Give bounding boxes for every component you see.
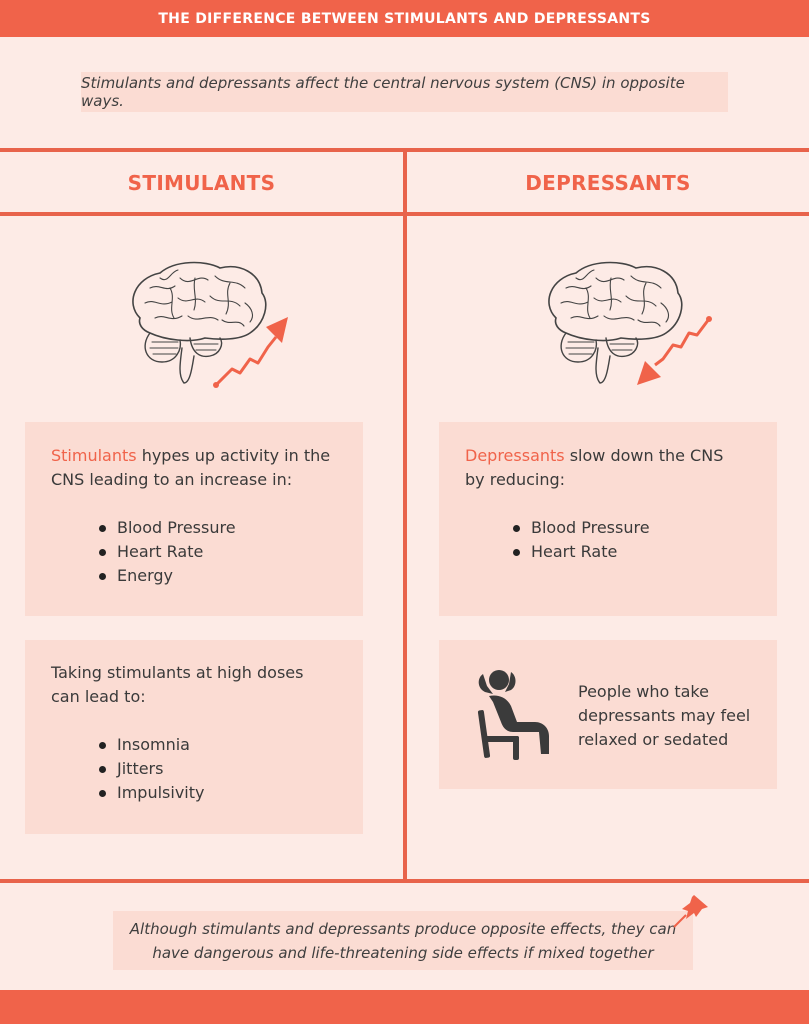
depressants-description: slow down the CNS by reducing: — [465, 446, 724, 489]
stimulants-effects-text: Stimulants hypes up activity in the CNS … — [51, 444, 343, 492]
stimulants-high-dose-card: Taking stimulants at high doses can lead… — [25, 640, 363, 834]
warning-note: Although stimulants and depressants prod… — [113, 911, 693, 970]
list-item: Jitters — [99, 757, 313, 781]
depressants-header-label: DEPRESSANTS — [525, 171, 691, 195]
relaxed-person-icon — [477, 670, 549, 760]
pushpin-icon — [673, 895, 708, 928]
depressants-feeling-text: People who take depressants may feel rel… — [578, 682, 751, 749]
stimulants-effects-card: Stimulants hypes up activity in the CNS … — [25, 422, 363, 616]
depressants-effects-card: Depressants slow down the CNS by reducin… — [439, 422, 777, 616]
list-item: Energy — [99, 564, 343, 588]
high-dose-text: Taking stimulants at high doses can lead… — [51, 663, 304, 706]
list-item: Blood Pressure — [513, 516, 727, 540]
brain-icon — [132, 261, 267, 384]
depressants-effects-text: Depressants slow down the CNS by reducin… — [465, 444, 727, 492]
intro-text: Stimulants and depressants affect the ce… — [81, 74, 685, 110]
page-title: THE DIFFERENCE BETWEEN STIMULANTS AND DE… — [158, 10, 651, 27]
column-divider — [403, 148, 407, 883]
warning-note-text: Although stimulants and depressants prod… — [129, 920, 677, 962]
intro-box: Stimulants and depressants affect the ce… — [81, 72, 728, 112]
list-item: Insomnia — [99, 733, 313, 757]
list-item: Blood Pressure — [99, 516, 343, 540]
stimulants-header: STIMULANTS — [0, 152, 403, 214]
depressants-header: DEPRESSANTS — [407, 152, 809, 214]
stimulants-effects-list: Blood Pressure Heart Rate Energy — [51, 516, 343, 588]
top-banner: THE DIFFERENCE BETWEEN STIMULANTS AND DE… — [0, 0, 809, 37]
depressants-feeling-card: People who take depressants may feel rel… — [439, 640, 777, 789]
bottom-bar — [0, 990, 809, 1024]
brain-icon — [548, 261, 683, 384]
depressants-effects-list: Blood Pressure Heart Rate — [465, 516, 727, 564]
stimulants-description: hypes up activity in the CNS leading to … — [51, 446, 331, 489]
stimulants-highlight: Stimulants — [51, 446, 137, 465]
high-dose-list: Insomnia Jitters Impulsivity — [51, 733, 313, 805]
list-item: Heart Rate — [99, 540, 343, 564]
depressants-highlight: Depressants — [465, 446, 565, 465]
list-item: Impulsivity — [99, 781, 313, 805]
stimulants-header-label: STIMULANTS — [127, 171, 276, 195]
list-item: Heart Rate — [513, 540, 727, 564]
arrow-up-icon — [213, 317, 288, 388]
arrow-down-icon — [637, 316, 712, 385]
